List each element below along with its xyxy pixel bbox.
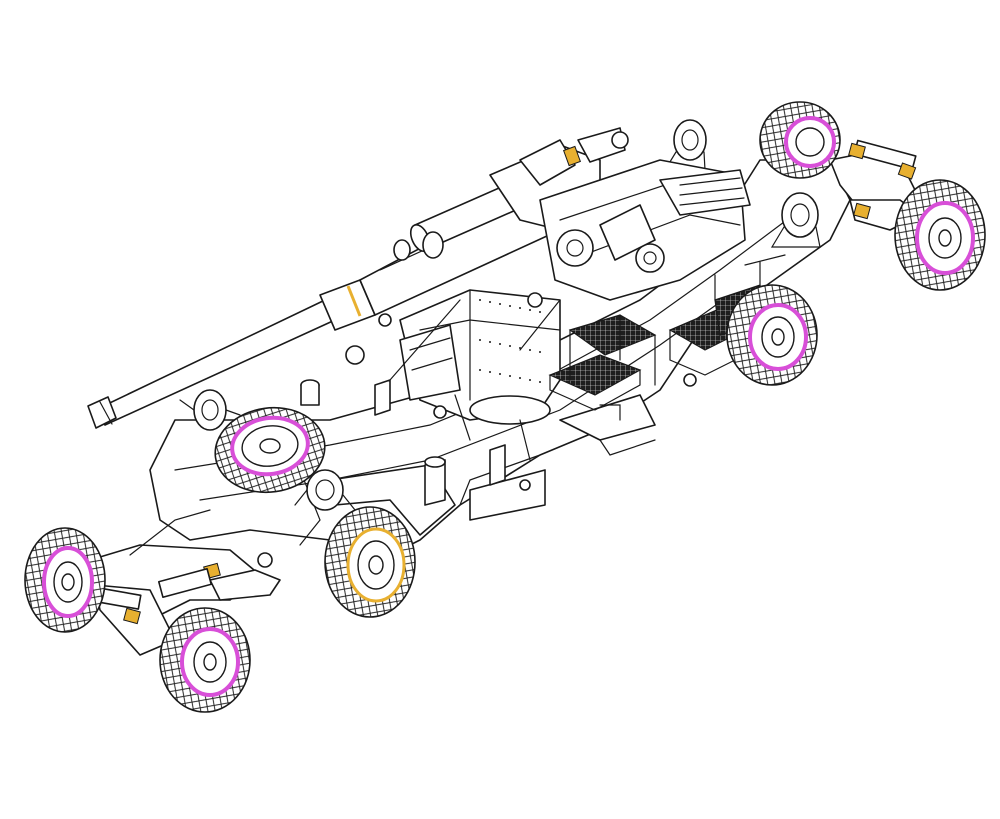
wheel-front-right [159, 607, 251, 713]
wheel-middle-left [324, 506, 416, 618]
outrigger-pads [179, 119, 821, 511]
wheel-rear-left [759, 101, 841, 179]
wheel-front-left [24, 527, 106, 633]
front-bogie [78, 509, 281, 656]
gun-barrel [87, 127, 629, 429]
crew-platform-front [548, 314, 657, 411]
chassis [149, 159, 851, 561]
wheel-middle-right [726, 284, 818, 386]
wheel-spare [214, 406, 326, 494]
wheel-rear-right [894, 179, 986, 291]
fittings [345, 292, 697, 491]
gun-mount [393, 159, 751, 301]
pedestal [300, 289, 561, 506]
pedestal-rivets [479, 299, 541, 383]
